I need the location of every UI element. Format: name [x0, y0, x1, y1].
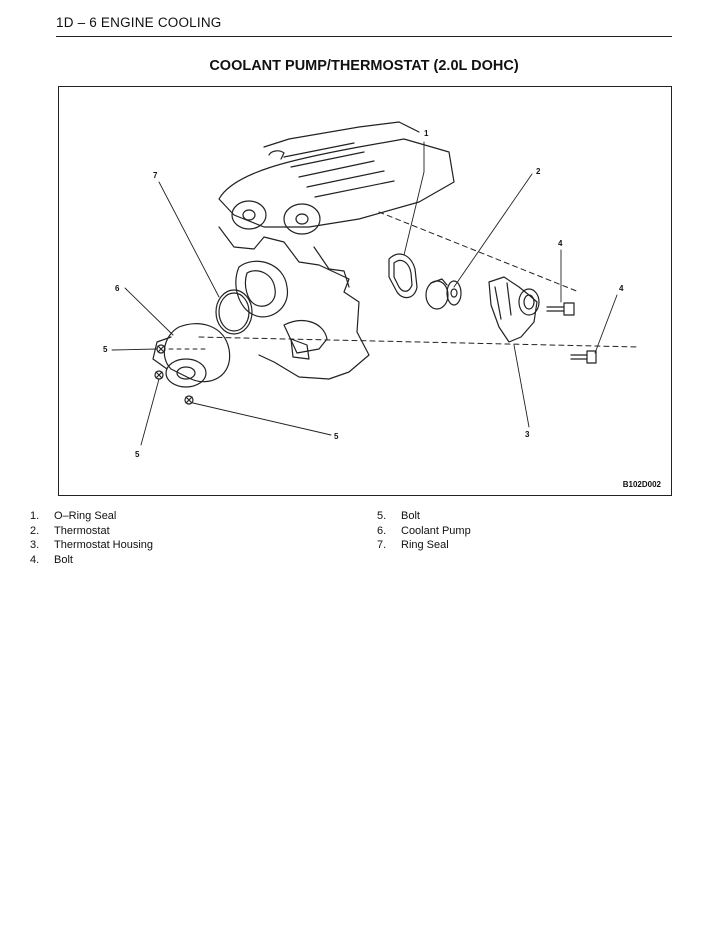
legend-item: 3. Thermostat Housing	[30, 538, 153, 553]
exploded-view-illustration	[111, 121, 640, 446]
callout-2: 2	[536, 167, 541, 176]
legend-item: 6. Coolant Pump	[377, 524, 471, 539]
section-header: 1D – 6 ENGINE COOLING	[56, 15, 222, 30]
legend-item: 5. Bolt	[377, 509, 471, 524]
callout-4a: 4	[558, 239, 563, 248]
legend-right-column: 5. Bolt 6. Coolant Pump 7. Ring Seal	[377, 509, 471, 553]
legend-label: Thermostat	[54, 524, 110, 537]
figure-code: B102D002	[622, 480, 661, 489]
legend-item: 4. Bolt	[30, 553, 153, 568]
legend-label: Bolt	[54, 553, 73, 566]
legend-number: 7.	[377, 539, 387, 551]
callout-4b: 4	[619, 284, 624, 293]
legend-number: 4.	[30, 553, 40, 566]
figure-title: COOLANT PUMP/THERMOSTAT (2.0L DOHC)	[209, 58, 519, 74]
callout-7: 7	[153, 171, 158, 180]
legend-label: Ring Seal	[401, 539, 449, 551]
legend-number: 1.	[30, 510, 40, 522]
legend-label: Thermostat Housing	[54, 539, 154, 551]
exploded-view-figure: 1 2 3 4 4 5 5 5 6 7 B102D002	[58, 86, 672, 496]
callout-5c: 5	[334, 432, 339, 441]
legend-item: 1. O–Ring Seal	[30, 509, 153, 524]
callout-1: 1	[424, 129, 429, 138]
legend-number: 2.	[30, 524, 40, 537]
legend-label: O–Ring Seal	[54, 510, 117, 522]
callout-5a: 5	[103, 345, 108, 354]
page-header: 1D – 6 ENGINE COOLING	[56, 10, 672, 37]
legend-label: Coolant Pump	[401, 524, 471, 537]
legend-number: 6.	[377, 524, 387, 537]
callout-3: 3	[525, 430, 530, 439]
legend-label: Bolt	[401, 510, 420, 522]
legend-item: 7. Ring Seal	[377, 538, 471, 553]
legend-number: 3.	[30, 539, 40, 551]
callout-5b: 5	[135, 450, 140, 459]
callout-6: 6	[115, 284, 120, 293]
legend-left-column: 1. O–Ring Seal 2. Thermostat 3. Thermost…	[30, 509, 153, 567]
legend-number: 5.	[377, 510, 387, 522]
legend-item: 2. Thermostat	[30, 524, 153, 539]
